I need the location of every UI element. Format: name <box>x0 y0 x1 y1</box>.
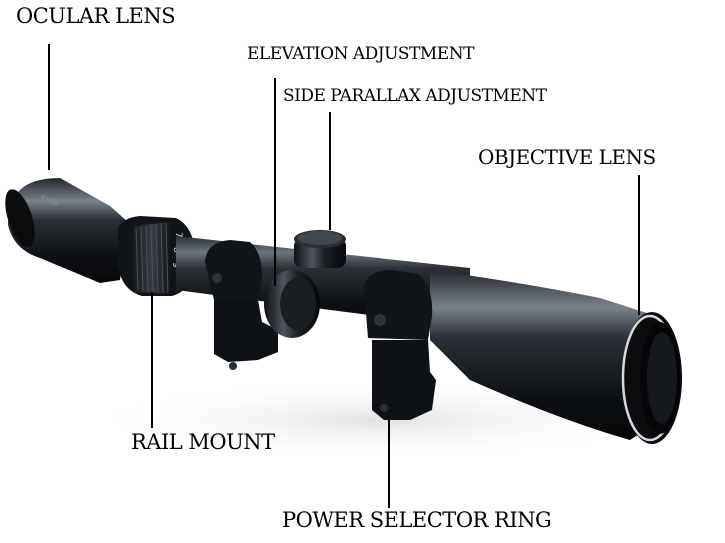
rail-mount-left <box>205 240 278 370</box>
label-rail-mount: RAIL MOUNT <box>131 430 275 454</box>
power-mark-9: 9 <box>170 262 180 268</box>
power-mark-7: 7 <box>173 232 183 238</box>
leader-side-parallax-adjustment <box>329 112 331 230</box>
label-side-parallax-adjustment: SIDE PARALLAX ADJUSTMENT <box>283 86 547 106</box>
label-objective-lens: OBJECTIVE LENS <box>478 145 656 169</box>
leader-elevation-adjustment <box>274 78 276 286</box>
label-ocular-lens: OCULAR LENS <box>16 4 176 28</box>
label-elevation-adjustment: ELEVATION ADJUSTMENT <box>247 44 474 64</box>
leader-ocular-lens <box>48 44 50 170</box>
leader-power-selector-ring <box>388 420 390 508</box>
leader-rail-mount <box>151 292 153 428</box>
rail-mount-right <box>364 270 436 420</box>
ocular-bell: 4×40 <box>5 178 128 283</box>
leader-objective-lens <box>638 175 640 315</box>
elevation-turret <box>294 230 346 268</box>
parallax-knob <box>264 270 320 338</box>
objective-bell <box>430 270 682 444</box>
label-power-selector-ring: POWER SELECTOR RING <box>282 508 552 532</box>
